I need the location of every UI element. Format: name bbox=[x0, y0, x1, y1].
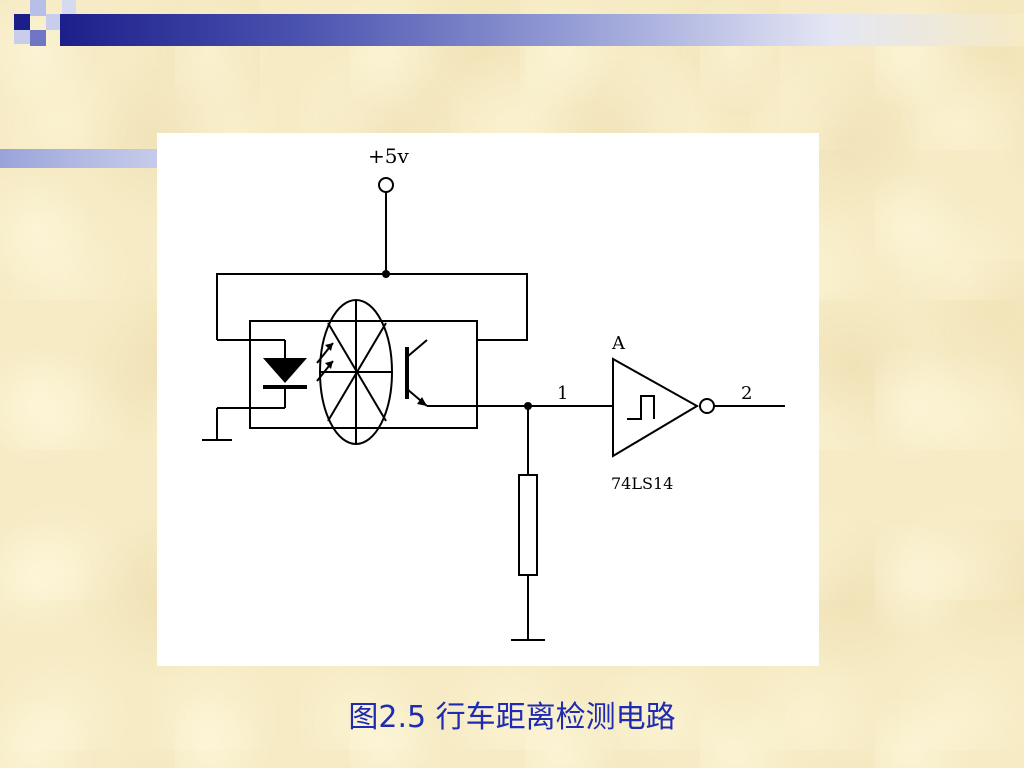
supply-label: +5v bbox=[368, 144, 409, 168]
figure-caption: 图2.5 行车距离检测电路 bbox=[348, 700, 676, 735]
chip-label: 74LS14 bbox=[611, 474, 673, 493]
optocoupler-box bbox=[249, 320, 478, 429]
circuit-schematic: +5v 1 2 A 74LS14 bbox=[202, 144, 785, 641]
corner-square-light bbox=[14, 30, 30, 44]
inverter-bubble bbox=[699, 398, 715, 414]
pull-down-resistor bbox=[518, 474, 538, 576]
led-bar bbox=[263, 385, 307, 389]
supply-terminal bbox=[378, 177, 394, 193]
schmitt-inverter bbox=[612, 357, 700, 458]
circuit-diagram: +5v 1 2 A 74LS14 bbox=[157, 133, 819, 666]
corner-square-dark bbox=[14, 14, 30, 30]
junction-dot bbox=[524, 402, 532, 410]
corner-square-mid bbox=[30, 30, 46, 46]
emitter-arrowhead bbox=[417, 397, 427, 406]
junction-dot bbox=[382, 270, 390, 278]
side-accent-bar bbox=[0, 149, 158, 168]
corner-square-light bbox=[46, 14, 60, 30]
phototransistor-collector bbox=[406, 339, 428, 358]
light-ray-arrowhead bbox=[325, 343, 333, 351]
gate-label: A bbox=[611, 333, 626, 354]
title-bar-decoration bbox=[0, 0, 1024, 48]
light-ray-arrowhead bbox=[325, 361, 333, 369]
corner-square-light bbox=[62, 0, 76, 14]
led-triangle bbox=[263, 358, 307, 383]
title-bar-gradient bbox=[60, 14, 1024, 46]
node2-label: 2 bbox=[741, 383, 752, 404]
corner-square-light bbox=[30, 0, 46, 16]
top-loop-wire bbox=[216, 273, 528, 341]
node1-label: 1 bbox=[557, 383, 568, 404]
hysteresis-symbol bbox=[627, 395, 655, 420]
